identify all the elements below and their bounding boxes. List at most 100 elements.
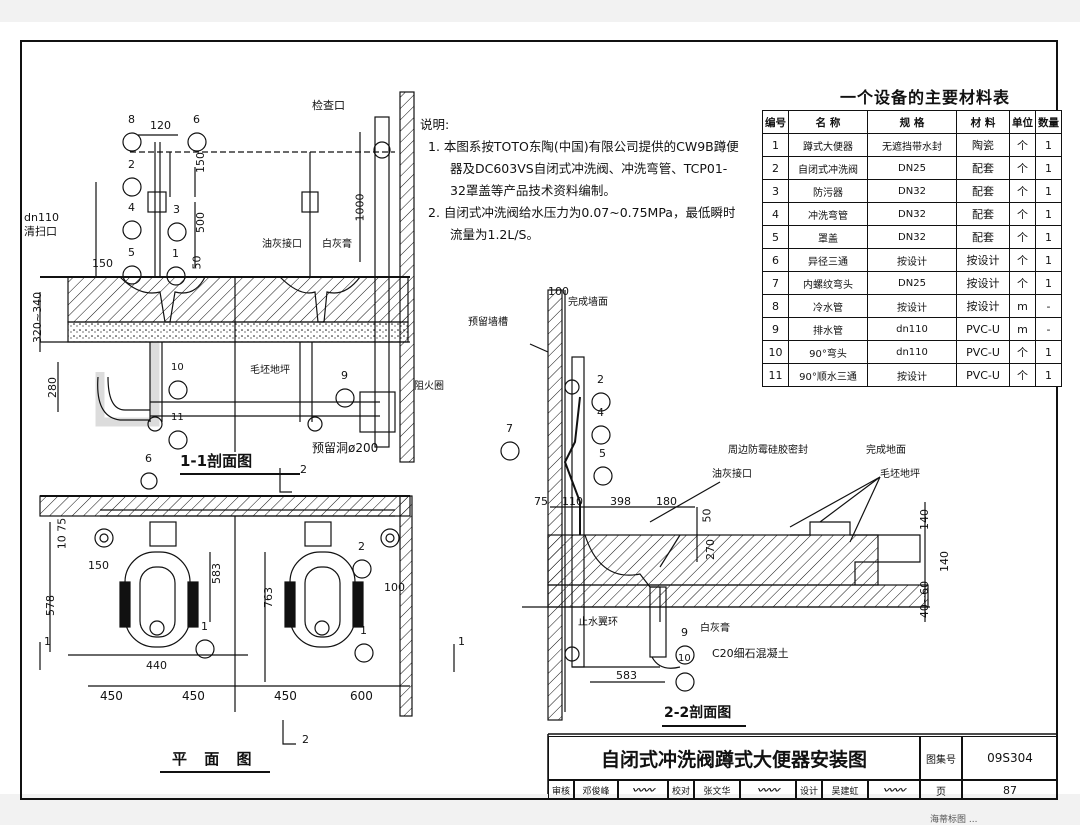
notes-block: 说明: 1. 本图系按TOTO东陶(中国)有限公司提供的CW9B蹲便器及DC60… <box>420 114 740 246</box>
drawing-title: 自闭式冲洗阀蹲式大便器安装图 <box>548 736 920 780</box>
table-cell: 个 <box>1009 179 1036 203</box>
table-cell: 个 <box>1009 340 1036 364</box>
review-label: 审核 <box>548 780 574 800</box>
label-cleanout-size: dn110 <box>24 211 59 224</box>
balloon-1: 1 <box>172 247 179 260</box>
table-cell: 个 <box>1009 133 1036 157</box>
table-header-row: 编号 名 称 规 格 材 料 单位 数量 <box>762 110 1062 134</box>
dim-450-c: 450 <box>274 689 297 703</box>
balloon-7-s22: 7 <box>506 422 513 435</box>
table-cell: DN32 <box>867 225 957 249</box>
note-2: 2. 自闭式冲洗阀给水压力为0.07~0.75MPa，最低瞬时流量为1.2L/S… <box>428 205 736 242</box>
table-cell: - <box>1035 294 1062 318</box>
table-cell: 无遮挡带水封 <box>867 133 957 157</box>
table-cell: - <box>1035 317 1062 341</box>
page-label: 页 <box>920 780 962 800</box>
dim-120: 120 <box>150 119 171 132</box>
table-cell: PVC-U <box>956 340 1010 364</box>
balloon-9-s22: 9 <box>681 626 688 639</box>
header-material: 材 料 <box>956 110 1010 134</box>
label-water-stop-ring: 止水翼环 <box>578 617 618 628</box>
table-cell: 1 <box>762 133 789 157</box>
label-putty-interface: 油灰接口 <box>262 239 302 250</box>
balloon-10-s22: 10 <box>678 653 691 664</box>
table-cell: 按设计 <box>867 363 957 387</box>
table-cell: 1 <box>1035 156 1062 180</box>
table-cell: 冲洗弯管 <box>788 202 868 226</box>
table-cell: DN32 <box>867 202 957 226</box>
section-marker-2: 2 <box>300 463 307 476</box>
table-cell: 排水管 <box>788 317 868 341</box>
dim-320-340: 320~340 <box>31 291 45 344</box>
table-cell: DN32 <box>867 179 957 203</box>
table-cell: 10 <box>762 340 789 364</box>
table-cell: 按设计 <box>956 271 1010 295</box>
balloon-10: 10 <box>171 362 184 373</box>
table-cell: PVC-U <box>956 317 1010 341</box>
dim-1000: 1000 <box>353 193 367 222</box>
drawing-sheet: 1-1剖面图 2-2剖面图 平 面 图 2 2 1 1 检查口 dn110 清扫… <box>0 22 1080 800</box>
header-spec: 规 格 <box>867 110 957 134</box>
table-cell: m <box>1009 294 1036 318</box>
table-cell: 个 <box>1009 363 1036 387</box>
table-cell: 罩盖 <box>788 225 868 249</box>
table-cell: 异径三通 <box>788 248 868 272</box>
table-cell: 配套 <box>956 225 1010 249</box>
balloon-4-s22: 4 <box>597 406 604 419</box>
label-finished-floor: 完成地面 <box>866 445 906 456</box>
section-marker-1-left: 1 <box>44 635 51 648</box>
label-white-lime-2: 白灰膏 <box>700 623 730 634</box>
table-cell: 按设计 <box>956 248 1010 272</box>
table-cell: 1 <box>1035 179 1062 203</box>
balloon-5-s22: 5 <box>599 447 606 460</box>
table-cell: 陶瓷 <box>956 133 1010 157</box>
table-cell: 11 <box>762 363 789 387</box>
drawing-frame <box>20 40 1058 800</box>
label-reserved-wall-slot: 预留墙槽 <box>468 317 508 328</box>
table-cell: dn110 <box>867 340 957 364</box>
balloon-8: 8 <box>128 113 135 126</box>
balloon-2-s22: 2 <box>597 373 604 386</box>
table-cell: 自闭式冲洗阀 <box>788 156 868 180</box>
dim-440: 440 <box>146 659 167 672</box>
table-cell: 1 <box>1035 248 1062 272</box>
atlas-label: 图集号 <box>920 736 962 780</box>
table-cell: 防污器 <box>788 179 868 203</box>
label-inspection-port: 检查口 <box>312 99 345 112</box>
dim-270: 270 <box>704 539 717 560</box>
table-cell: 90°弯头 <box>788 340 868 364</box>
table-cell: m <box>1009 317 1036 341</box>
dim-100-plan: 100 <box>384 581 405 594</box>
table-cell: 1 <box>1035 133 1062 157</box>
table-cell: 1 <box>1035 340 1062 364</box>
table-cell: DN25 <box>867 271 957 295</box>
table-cell: 按设计 <box>867 248 957 272</box>
label-reserved-hole: 预留洞ø200 <box>312 441 379 455</box>
notes-title: 说明: <box>420 117 450 132</box>
section-1-1 <box>39 91 415 475</box>
balloon-1-plan-left: 1 <box>201 620 208 633</box>
table-cell: PVC-U <box>956 363 1010 387</box>
table-cell: 2 <box>762 156 789 180</box>
reviewer: 邓俊峰 <box>574 780 618 800</box>
dim-450-b: 450 <box>182 689 205 703</box>
check-label: 校对 <box>668 780 694 800</box>
section-2-2 <box>500 289 930 727</box>
table-cell: 3 <box>762 179 789 203</box>
table-cell: 个 <box>1009 248 1036 272</box>
dim-50-s22: 50 <box>700 508 714 523</box>
section-marker-2b: 2 <box>302 733 309 746</box>
note-1: 1. 本图系按TOTO东陶(中国)有限公司提供的CW9B蹲便器及DC603VS自… <box>428 139 739 198</box>
dim-75: 75 <box>534 495 548 508</box>
dim-398: 398 <box>610 495 631 508</box>
dim-150-plan: 150 <box>88 559 109 572</box>
atlas-no: 09S304 <box>962 736 1058 780</box>
balloon-3: 3 <box>173 203 180 216</box>
dim-140-b: 140 <box>938 551 951 572</box>
